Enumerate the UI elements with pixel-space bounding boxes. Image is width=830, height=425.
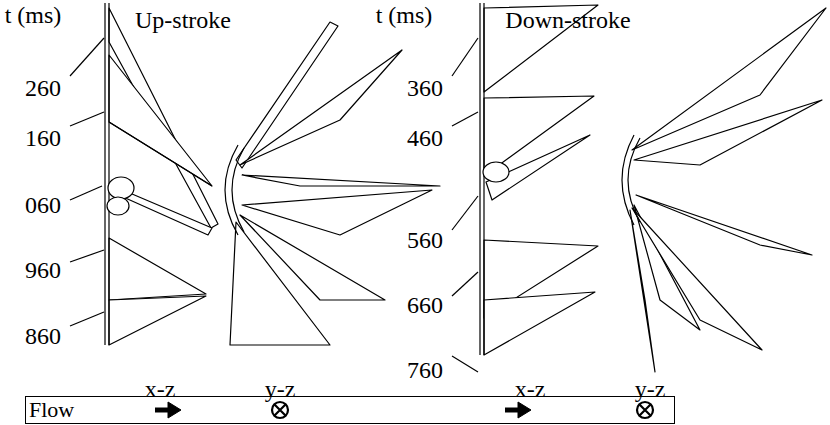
box-label: Flow xyxy=(29,399,671,421)
body xyxy=(108,177,134,199)
axis-title: t (ms) xyxy=(376,3,433,27)
leader-line xyxy=(452,272,478,296)
flow-arrow xyxy=(168,402,181,418)
view-label: x-z xyxy=(515,377,546,401)
body-axis xyxy=(483,3,484,355)
body xyxy=(232,148,244,232)
time-label: 160 xyxy=(25,126,61,150)
leader-line xyxy=(452,38,478,76)
time-label: 060 xyxy=(25,193,61,217)
wing-spar xyxy=(109,122,212,186)
into-page-symbol xyxy=(272,402,288,418)
time-label: 460 xyxy=(407,126,443,150)
body-axis xyxy=(108,3,109,345)
time-label: 360 xyxy=(407,76,443,100)
leader-line xyxy=(452,356,478,372)
body xyxy=(628,138,640,222)
wing-frame xyxy=(634,100,822,165)
leader-line xyxy=(70,112,104,126)
time-label: 260 xyxy=(25,76,61,100)
into-page-symbol xyxy=(275,405,286,416)
time-label: 760 xyxy=(407,358,443,382)
into-page-symbol xyxy=(637,402,653,418)
view-label: y-z xyxy=(635,377,666,401)
view-label: x-z xyxy=(145,377,176,401)
wing-frame xyxy=(240,50,402,165)
body-axis xyxy=(479,3,480,355)
wing-frame xyxy=(109,296,206,345)
flow-legend-box: Flow xyxy=(25,396,675,424)
body xyxy=(483,162,509,182)
body-axis xyxy=(104,3,105,345)
panel-title: Up-stroke xyxy=(135,8,231,32)
leader-line xyxy=(70,38,104,76)
axis-title: t (ms) xyxy=(5,3,62,27)
view-label: y-z xyxy=(265,377,296,401)
into-page-symbol xyxy=(640,405,651,416)
wing-frame xyxy=(109,8,218,228)
leader-line xyxy=(70,186,102,200)
leader-line xyxy=(70,312,104,326)
wing-frame xyxy=(230,222,330,345)
panel-title: Down-stroke xyxy=(505,8,630,32)
body xyxy=(107,197,129,215)
wing-frame xyxy=(632,8,826,150)
leader-line xyxy=(452,112,478,126)
wing-frame xyxy=(242,190,432,235)
wing-frame xyxy=(109,55,212,186)
wing-frame xyxy=(236,22,338,168)
leader-line xyxy=(70,250,104,262)
flow-arrow xyxy=(518,402,531,418)
time-label: 660 xyxy=(407,293,443,317)
wing-frame xyxy=(484,292,595,355)
wing-frame xyxy=(242,175,440,186)
time-label: 560 xyxy=(407,228,443,252)
leader-line xyxy=(452,196,478,230)
time-label: 960 xyxy=(25,258,61,282)
wing-frame xyxy=(632,208,762,350)
wing-frame xyxy=(109,238,206,300)
time-label: 860 xyxy=(25,324,61,348)
